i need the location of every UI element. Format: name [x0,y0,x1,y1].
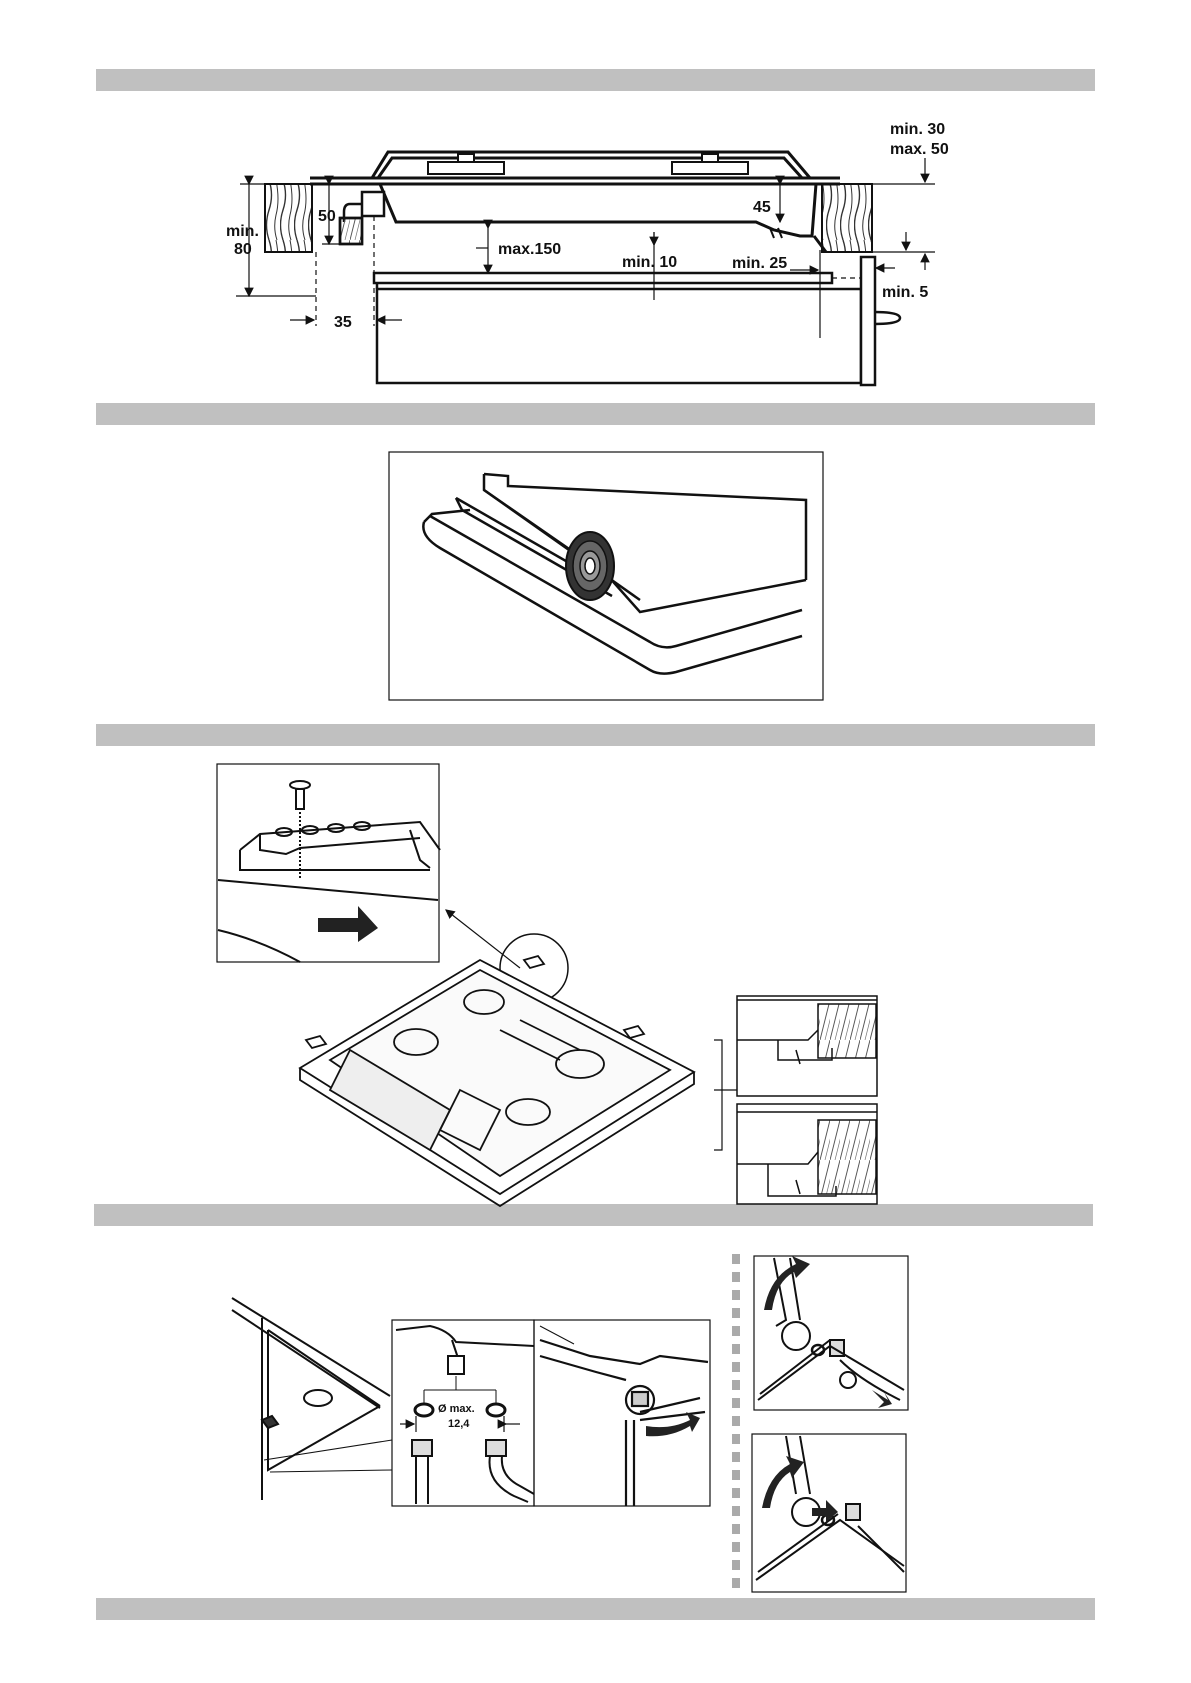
hob-underside [298,954,696,1208]
section-band-2 [96,403,1095,425]
label-diameter-value: 12,4 [448,1418,470,1430]
section-band-5 [96,1598,1095,1620]
wrench-icon [539,1325,709,1506]
label-diameter: Ø max. [438,1403,475,1415]
figure-seal-application [388,451,824,701]
hob-edge-view [231,1297,393,1500]
ignition-detail [769,227,783,239]
figure-cross-section: min. 30 max. 50 50 45 min. 80 max.150 mi… [226,121,949,387]
label-50: 50 [318,208,336,225]
label-min-5: min. 5 [882,284,928,301]
rotate-arrow-icon [646,1412,700,1437]
seal-roll-gasket-icon [565,531,615,601]
section-band-3 [96,724,1095,746]
worktop-left [264,183,313,253]
label-worktop-min: min. [226,223,259,240]
label-min-25: min. 25 [732,255,787,272]
label-35: 35 [334,314,352,331]
push-arrow-icon [318,906,378,942]
gasket-icon [413,1402,507,1418]
label-45: 45 [753,199,771,216]
figure-gas-connection: Ø max. 12,4 [231,1254,909,1594]
label-worktop-80: 80 [234,241,252,258]
bracket-icon [217,820,441,963]
bracket-detail-top [736,995,878,1097]
bracket-detail-bottom [736,1103,878,1205]
screw-icon [289,780,311,880]
label-max-50: max. 50 [890,141,949,158]
hob-body [310,150,840,253]
section-band-1 [96,69,1095,91]
pipe-fittings [411,1439,535,1504]
gas-elbow-connector [338,190,386,246]
burner-caps [427,153,749,175]
label-max-150: max.150 [498,241,561,258]
worktop-right [821,183,873,253]
label-min-30: min. 30 [890,121,945,138]
oven-unit [372,255,902,387]
figure-bracket-fixing [216,763,878,1208]
dimension-lines [236,158,935,338]
label-min-10: min. 10 [622,254,677,271]
section-band-4 [94,1204,1093,1226]
